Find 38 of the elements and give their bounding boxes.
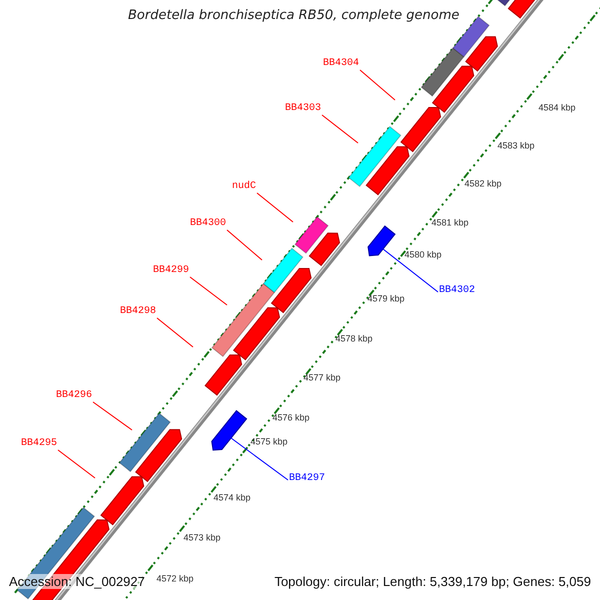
gene-label: nudC [232,182,256,192]
leader-line [190,276,228,306]
kbp-scale-label: 4573 kbp [183,534,221,542]
leader-line [322,114,358,144]
kbp-scale-label: 4583 kbp [497,142,535,150]
leader-line [256,192,294,222]
leader-line [360,70,396,100]
leader-line [92,402,132,430]
gene-label: BB4302 [439,286,476,296]
kbp-scale-label: 4578 kbp [335,334,373,344]
map-title: Bordetella bronchiseptica RB50, complete genome [128,9,460,22]
kbp-scale-label: 4581 kbp [431,218,469,228]
kbp-scale-label: 4576 kbp [272,414,310,422]
accession-text: Accession: NC_002927 [8,574,146,589]
gene-label: BB4300 [190,219,226,229]
genome-info-text: Topology: circular; Length: 5,339,179 bp; Genes: 5,059 [273,574,592,589]
kbp-scale-label: 4575 kbp [250,438,288,446]
gene-label: BB4298 [120,307,156,317]
gene-label: BB4299 [152,266,189,276]
leader-line [382,248,438,292]
gene-label: BB4304 [322,59,359,69]
gene-arrow [211,410,248,451]
leader-line [58,450,96,478]
leader-line [156,318,194,348]
gene-label: BB4303 [284,104,321,114]
gene-label: BB4295 [20,439,57,449]
kbp-scale-label: 4579 kbp [367,294,405,304]
kbp-scale-label: 4584 kbp [538,104,576,112]
leader-line [226,230,262,260]
kbp-scale-label: 4577 kbp [303,374,341,382]
gene-label: BB4297 [289,474,326,484]
gene-arrow [368,225,396,256]
leader-line [230,438,288,480]
kbp-scale-label: 4572 kbp [156,574,194,584]
gene-label: BB4296 [56,391,92,401]
kbp-scale-label: 4574 kbp [213,494,251,502]
kbp-scale-label: 4580 kbp [404,250,442,260]
kbp-scale-label: 4582 kbp [464,180,502,188]
